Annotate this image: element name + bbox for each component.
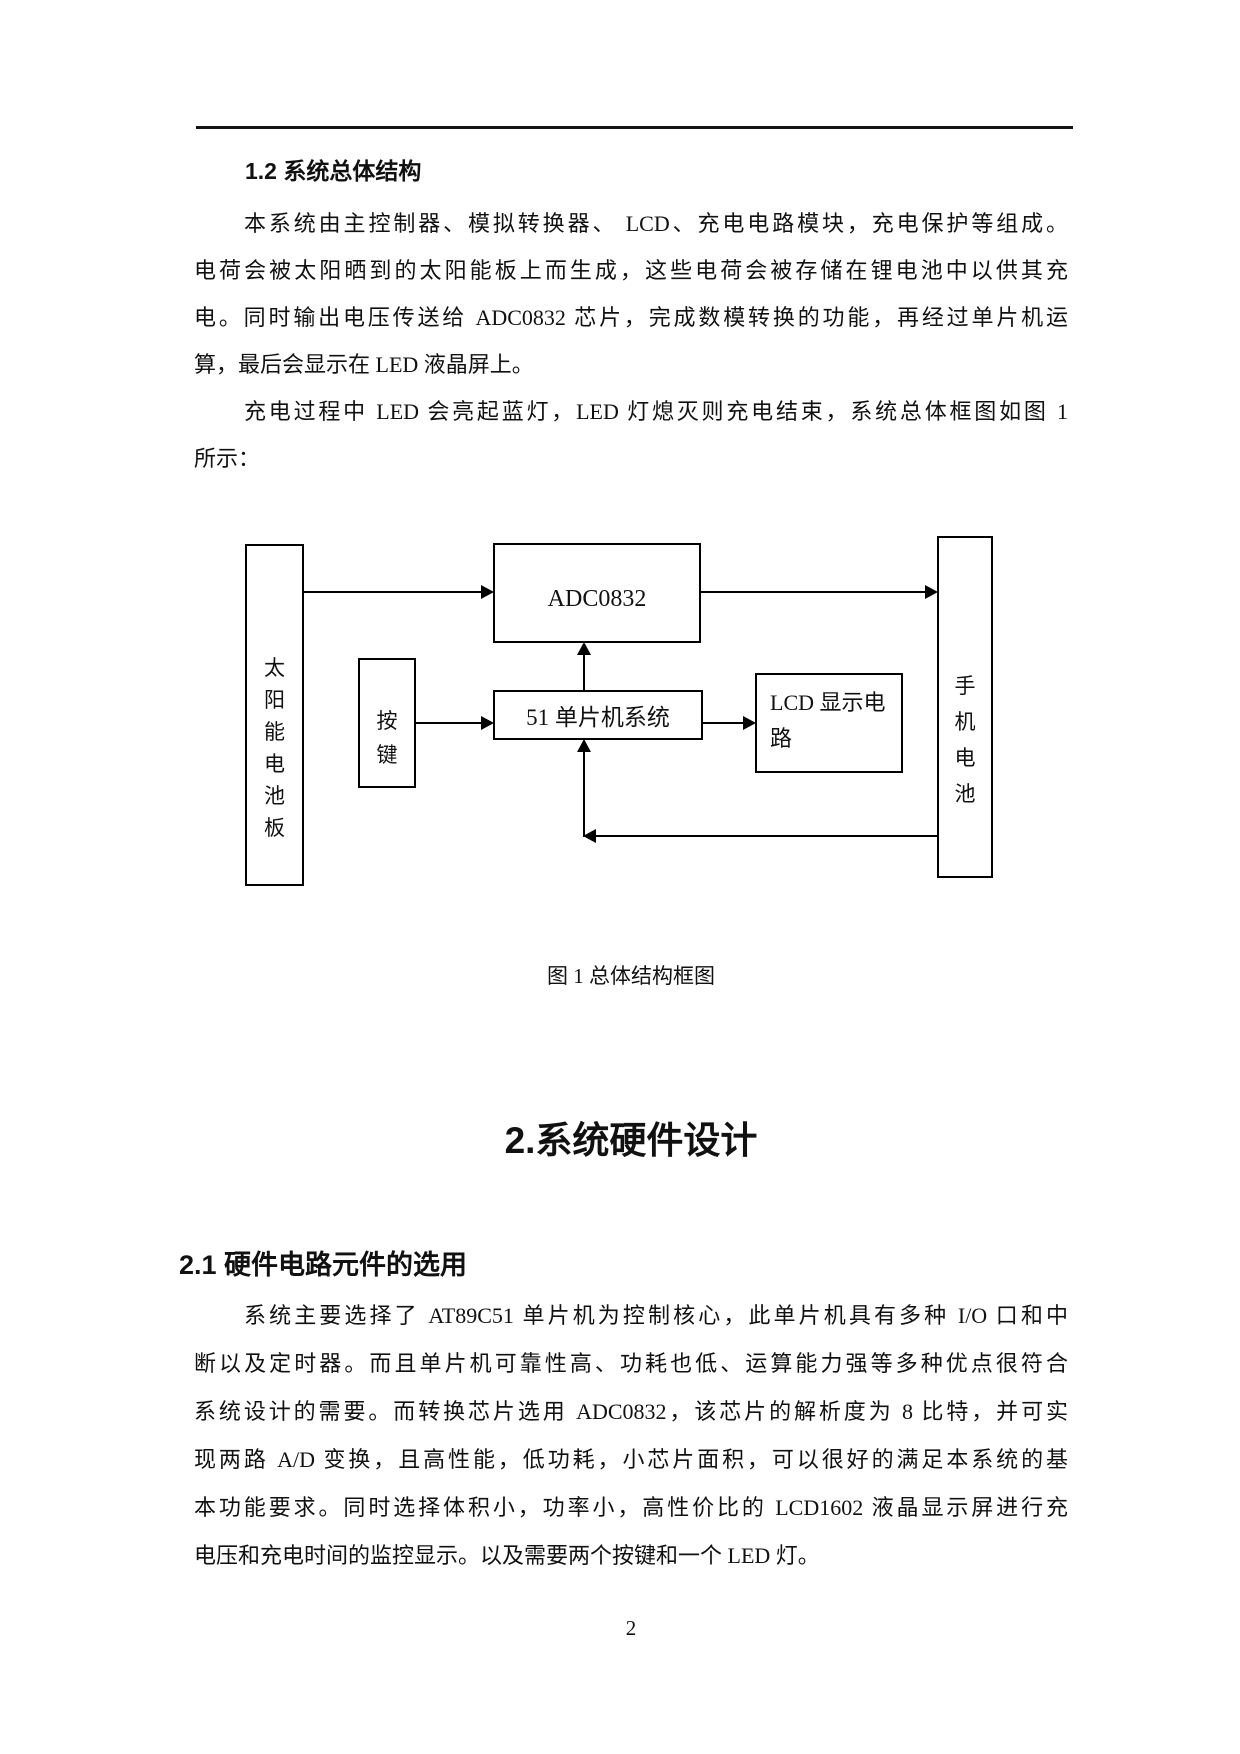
arrow-mcu-to-lcd-head [743, 716, 756, 730]
text-line: 本系统由主控制器、模拟转换器、 LCD、充电电路模块，充电保护等组成。 [244, 211, 1068, 236]
arrow-buttons-to-mcu-line [416, 722, 481, 724]
arrow-buttons-to-mcu-head [481, 716, 494, 730]
arrow-adc-to-battery-head [925, 585, 938, 599]
text-line: 充电过程中 LED 会亮起蓝灯，LED 灯熄灭则充电结束，系统总体框图如图 1 [244, 399, 1068, 424]
diagram-box-mcu-system: 51 单片机系统 [493, 690, 703, 740]
section-2-heading: 2.系统硬件设计 [504, 1120, 758, 1161]
page-number: 2 [625, 1616, 637, 1640]
buttons-label: 按键 [376, 709, 398, 767]
text-line: 断以及定时器。而且单片机可靠性高、功耗也低、运算能力强等多种优点很符合 [194, 1351, 1068, 1376]
arrow-mcu-to-adc-line [583, 655, 585, 690]
text-line: 电压和充电时间的监控显示。以及需要两个按键和一个 LED 灯。 [194, 1543, 820, 1568]
paragraph-system-overview: 本系统由主控制器、模拟转换器、 LCD、充电电路模块，充电保护等组成。 电荷会被… [194, 200, 1068, 388]
arrow-mcu-to-adc-head [577, 642, 591, 655]
feedback-battery-line-vertical [583, 751, 585, 837]
feedback-battery-head-up [577, 739, 591, 752]
diagram-box-buttons: 按键 [358, 658, 416, 788]
feedback-battery-head-left [583, 829, 596, 843]
text-line: 电荷会被太阳晒到的太阳能板上而生成，这些电荷会被存储在锂电池中以供其充 [194, 258, 1068, 283]
diagram-box-lcd-circuit: LCD 显示电路 [755, 673, 903, 773]
section-1-2-heading: 1.2 系统总体结构 [245, 158, 422, 184]
feedback-battery-line-horizontal [596, 835, 937, 837]
text-line: 系统设计的需要。而转换芯片选用 ADC0832，该芯片的解析度为 8 比特，并可… [194, 1399, 1068, 1424]
text-line: 算，最后会显示在 LED 液晶屏上。 [194, 352, 534, 377]
diagram-box-adc0832: ADC0832 [493, 543, 701, 643]
text-line: 现两路 A/D 变换，且高性能，低功耗，小芯片面积，可以很好的满足本系统的基 [194, 1447, 1068, 1472]
solar-panel-label: 太阳能电池板 [264, 656, 285, 840]
diagram-box-solar-panel: 太阳能电池板 [245, 544, 304, 886]
diagram-box-phone-battery: 手机电池 [937, 536, 993, 878]
arrow-solar-to-adc-line [304, 591, 481, 593]
arrow-adc-to-battery-line [701, 591, 925, 593]
arrow-mcu-to-lcd-line [703, 722, 743, 724]
text-line: 本功能要求。同时选择体积小，功率小，高性价比的 LCD1602 液晶显示屏进行充 [194, 1495, 1068, 1520]
figure-caption: 图 1 总体结构框图 [547, 964, 715, 988]
section-2-1-heading: 2.1 硬件电路元件的选用 [179, 1250, 468, 1280]
text-line: 系统主要选择了 AT89C51 单片机为控制核心，此单片机具有多种 I/O 口和… [244, 1303, 1068, 1328]
paragraph-component-selection: 系统主要选择了 AT89C51 单片机为控制核心，此单片机具有多种 I/O 口和… [194, 1292, 1068, 1580]
lcd-circuit-label: LCD 显示电路 [770, 690, 886, 751]
mcu-system-label: 51 单片机系统 [526, 705, 670, 730]
paragraph-charging-led: 充电过程中 LED 会亮起蓝灯，LED 灯熄灭则充电结束，系统总体框图如图 1 … [194, 388, 1068, 482]
header-rule [196, 126, 1073, 129]
phone-battery-label: 手机电池 [954, 674, 976, 806]
adc0832-label: ADC0832 [547, 585, 647, 612]
arrow-solar-to-adc-head [481, 585, 494, 599]
text-line: 所示： [194, 446, 261, 471]
text-line: 电。同时输出电压传送给 ADC0832 芯片，完成数模转换的功能，再经过单片机运 [194, 305, 1068, 330]
